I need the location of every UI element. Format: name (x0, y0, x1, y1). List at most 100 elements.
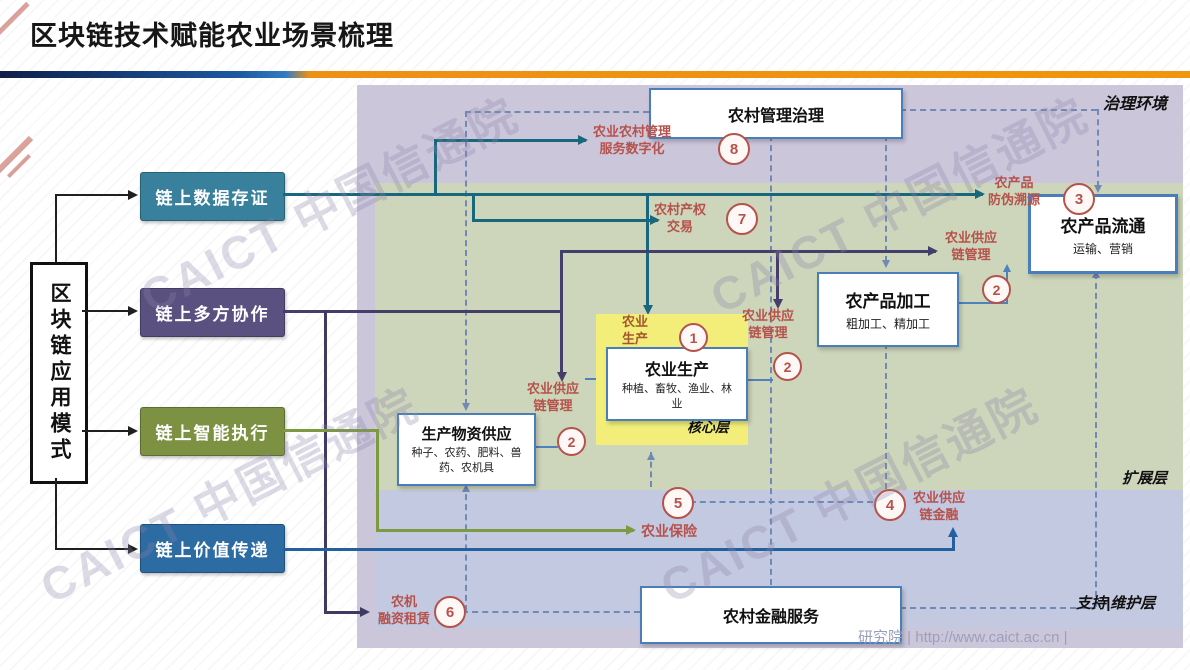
dashed-connector (465, 111, 467, 405)
mode-box-multiparty-collaboration: 链上多方协作 (140, 288, 285, 337)
box-title: 农村金融服务 (722, 609, 819, 626)
box-subtitle: 种植、畜牧、渔业、林业 (622, 383, 732, 410)
box-title: 农村管理治理 (727, 107, 824, 125)
connector-line (55, 196, 57, 262)
flow-line-notarization (283, 193, 983, 196)
dashed-connector (900, 607, 1096, 609)
scenario-label-anti-counterfeit-traceability: 农产品防伪溯源 (988, 175, 1041, 207)
connector-line (55, 548, 135, 550)
scenario-badge-4: 4 (874, 489, 906, 521)
arrowhead (650, 215, 660, 225)
dashed-connector (770, 135, 772, 585)
arrowhead (626, 525, 636, 535)
scenario-label-supply-chain-mgmt-production: 农业供应链管理 (527, 381, 580, 413)
scenario-badge-2: 2 (557, 427, 586, 456)
arrowhead (975, 189, 985, 199)
dashed-arrowhead (1092, 270, 1100, 278)
scenario-badge-2: 2 (982, 275, 1011, 304)
scenario-badge-6: 6 (434, 596, 466, 628)
scenario-label-machinery-finance-leasing: 农机融资租赁 (378, 594, 431, 626)
dashed-connector (885, 343, 887, 489)
box-title: 生产物资供应 (421, 426, 512, 444)
page-title: 区块链技术赋能农业场景梳理 (30, 21, 394, 51)
flow-line-notarization (472, 219, 658, 222)
arrowhead (557, 372, 567, 382)
scenario-badge-7: 7 (726, 203, 758, 235)
flow-line-collaboration (776, 250, 779, 302)
connector-line (55, 478, 57, 549)
arrowhead (643, 305, 653, 315)
scenario-label-supply-chain-mgmt-processing: 农业供应链管理 (742, 308, 795, 340)
flow-line-smart-execution (376, 529, 634, 532)
dashed-arrowhead (647, 452, 655, 460)
flow-line-notarization (472, 193, 475, 221)
dashed-arrowhead (462, 403, 470, 411)
dashed-connector (465, 484, 467, 611)
flow-line-collaboration (560, 250, 936, 253)
arrowhead (128, 190, 138, 200)
box-rural-governance: 农村管理治理 (649, 88, 903, 139)
dashed-connector (465, 111, 649, 113)
box-rural-financial-services: 农村金融服务 (640, 586, 902, 644)
chain-connector (955, 302, 1007, 304)
arrowhead (128, 544, 138, 554)
arrowhead (128, 306, 138, 316)
layer-label-extension: 扩展层 (1122, 470, 1168, 487)
scenario-badge-2: 2 (773, 352, 802, 381)
arrowhead (360, 607, 370, 617)
scenario-label-supply-chain-finance: 农业供应链金融 (913, 490, 966, 522)
dashed-arrowhead (462, 484, 470, 492)
dashed-connector (650, 452, 652, 487)
dashed-arrowhead (882, 260, 890, 268)
title-divider-bar (0, 71, 1190, 78)
arrowhead (1003, 264, 1011, 272)
arrowhead (578, 135, 588, 145)
flow-line-collaboration (324, 611, 366, 614)
flow-line-notarization (434, 140, 437, 195)
arrowhead (948, 527, 958, 537)
scenario-label-agricultural-production: 农业生产 (622, 314, 649, 346)
mode-box-value-transfer: 链上价值传递 (140, 524, 285, 573)
connector-line (82, 310, 135, 312)
corner-mark (0, 1, 30, 36)
mode-label: 链上多方协作 (155, 305, 270, 324)
box-production-inputs: 生产物资供应 种子、农药、肥料、兽药、农机具 (397, 413, 536, 486)
flow-line-value-transfer (952, 536, 955, 550)
dashed-connector (1097, 109, 1099, 187)
connector-line (55, 194, 135, 196)
dashed-connector (900, 109, 1097, 111)
box-subtitle: 运输、营销 (1072, 241, 1133, 256)
box-title: 农产品流通 (1060, 216, 1146, 236)
scenario-badge-8: 8 (718, 133, 750, 165)
box-produce-processing: 农产品加工 粗加工、精加工 (817, 272, 959, 347)
box-subtitle: 粗加工、精加工 (845, 317, 930, 331)
mode-label: 链上数据存证 (155, 189, 270, 208)
chain-connector (532, 446, 558, 448)
mode-box-data-notarization: 链上数据存证 (140, 172, 285, 221)
flow-line-smart-execution (283, 429, 379, 432)
watermark-footer-url: 研究院 | http://www.caict.ac.cn | (858, 629, 1068, 646)
scenario-badge-5: 5 (662, 487, 694, 519)
scenario-badge-1: 1 (679, 323, 708, 352)
box-title: 农业生产 (644, 362, 709, 380)
scenario-label-agricultural-insurance: 农业保险 (641, 523, 697, 539)
mode-label: 链上智能执行 (155, 424, 270, 443)
flow-line-value-transfer (283, 548, 955, 551)
box-agricultural-production: 农业生产 种植、畜牧、渔业、林业 (606, 347, 748, 421)
flow-line-notarization (434, 139, 586, 142)
dashed-connector (462, 611, 640, 613)
chain-connector (747, 379, 773, 381)
mode-box-smart-execution: 链上智能执行 (140, 407, 285, 456)
layer-label-governance: 治理环境 (1103, 96, 1168, 113)
flow-line-collaboration (283, 310, 563, 313)
flow-line-collaboration (560, 251, 563, 375)
scenario-label-supply-chain-mgmt-circulation: 农业供应链管理 (945, 230, 998, 262)
flow-line-collaboration (324, 310, 327, 613)
scenario-badge-3: 3 (1063, 183, 1095, 215)
box-subtitle: 种子、农药、肥料、兽药、农机具 (411, 447, 522, 474)
arrowhead (128, 426, 138, 436)
scenario-label-digital-rural-management: 农业农村管理服务数字化 (593, 124, 672, 156)
scenario-label-rural-property-trading: 农村产权交易 (654, 202, 707, 234)
dashed-connector (690, 501, 873, 503)
